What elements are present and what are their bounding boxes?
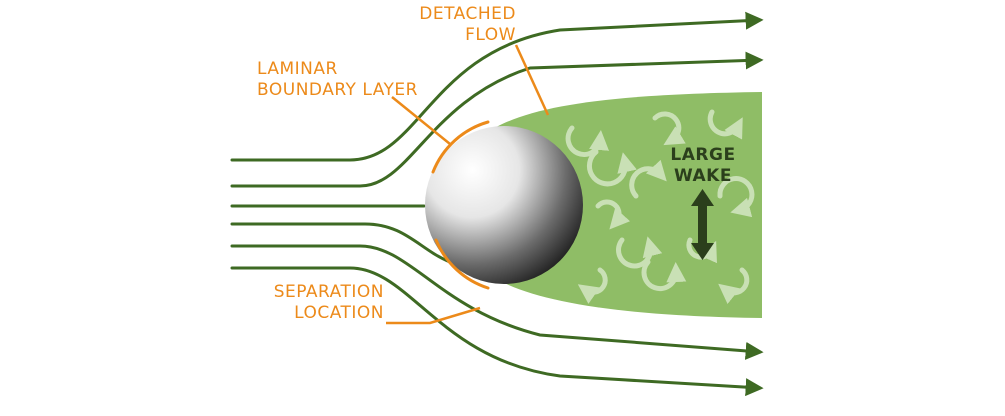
label-separation-line2: LOCATION: [294, 303, 384, 323]
eddy-icon: [577, 267, 608, 304]
label-large-wake-line1: LARGE: [670, 145, 736, 165]
eddy-icon: [629, 159, 667, 199]
laminar-boundary-layer-leader: [391, 96, 451, 145]
streamline-4: [230, 222, 452, 264]
streamline-5: [230, 244, 764, 360]
label-large-wake: LARGE WAKE: [668, 145, 738, 187]
label-separation-location: SEPARATION LOCATION: [262, 282, 384, 324]
eddy-icon: [586, 149, 637, 187]
boundary-layer-upper: [431, 120, 490, 174]
streamline-6: [230, 266, 764, 397]
annotation-lines: [386, 44, 550, 325]
eddy-icon: [707, 109, 743, 140]
label-separation-line1: SEPARATION: [273, 282, 384, 302]
label-detached-flow-line1: DETACHED: [419, 4, 516, 24]
label-detached-flow-line2: FLOW: [465, 25, 516, 45]
eddy-icon: [717, 176, 755, 218]
eddy-icon: [565, 125, 609, 157]
streamline-1: [230, 11, 764, 162]
eddy-icon: [652, 111, 686, 146]
streamlines: [230, 11, 764, 397]
label-large-wake-line2: WAKE: [674, 166, 732, 186]
double-arrow-vertical-icon: [691, 189, 714, 260]
label-laminar-line1: LAMINAR: [257, 59, 338, 79]
streamline-2: [230, 51, 764, 188]
label-laminar-line2: BOUNDARY LAYER: [257, 80, 418, 100]
detached-flow-leader: [514, 44, 550, 116]
label-detached-flow: DETACHED FLOW: [410, 4, 516, 46]
sphere: [425, 126, 583, 284]
eddy-icon: [616, 236, 663, 269]
eddy-icon: [641, 259, 687, 292]
separation-location-leader: [386, 306, 481, 325]
label-laminar-boundary-layer: LAMINAR BOUNDARY LAYER: [257, 59, 418, 101]
boundary-layer: [431, 120, 490, 290]
wake-eddies: [565, 109, 755, 305]
eddy-icon: [718, 267, 750, 305]
boundary-layer-lower: [434, 238, 490, 290]
eddy-icon: [595, 199, 631, 230]
eddy-icon: [686, 237, 717, 264]
